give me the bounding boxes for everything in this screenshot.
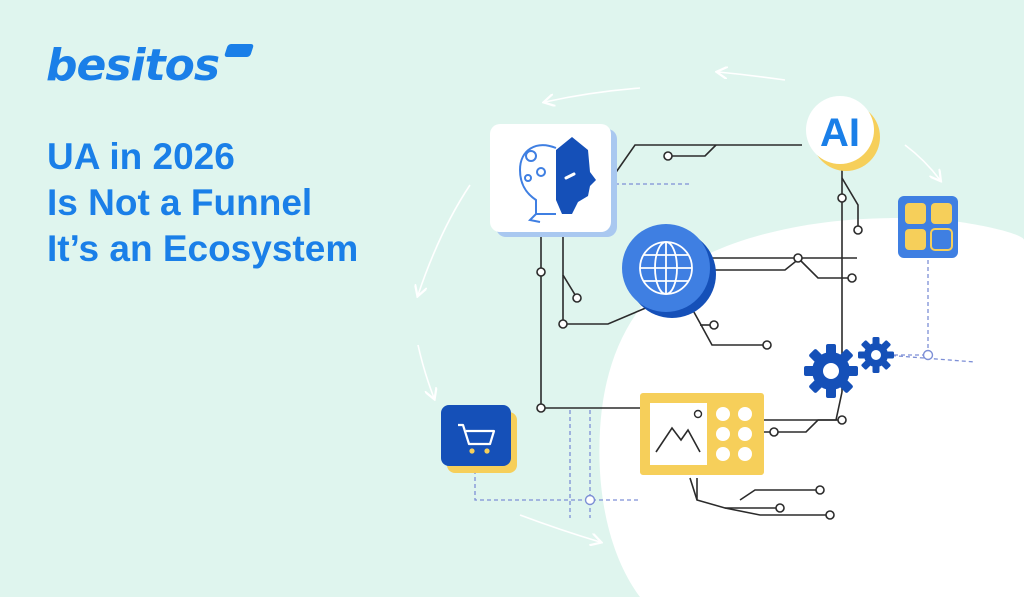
ai-badge-icon: AI: [806, 96, 880, 171]
globe-icon: [622, 224, 716, 318]
logo-mark-icon: [223, 44, 255, 57]
brand-logo: besitos: [46, 40, 220, 91]
app-grid-icon: [898, 196, 958, 258]
headline-line-3: It’s an Ecosystem: [47, 228, 359, 269]
gears-icon: [804, 337, 894, 398]
headline-line-1: UA in 2026: [47, 136, 235, 177]
shopping-cart-icon: [441, 405, 517, 473]
headline: UA in 2026 Is Not a Funnel It’s an Ecosy…: [47, 134, 358, 272]
ai-badge-label: AI: [820, 111, 860, 155]
media-gallery-icon: [640, 393, 764, 475]
headline-line-2: Is Not a Funnel: [47, 182, 313, 223]
circuit-nodes: [536, 151, 863, 520]
circular-flow-arrows: [418, 72, 986, 542]
ai-robot-head-icon: [490, 124, 617, 237]
